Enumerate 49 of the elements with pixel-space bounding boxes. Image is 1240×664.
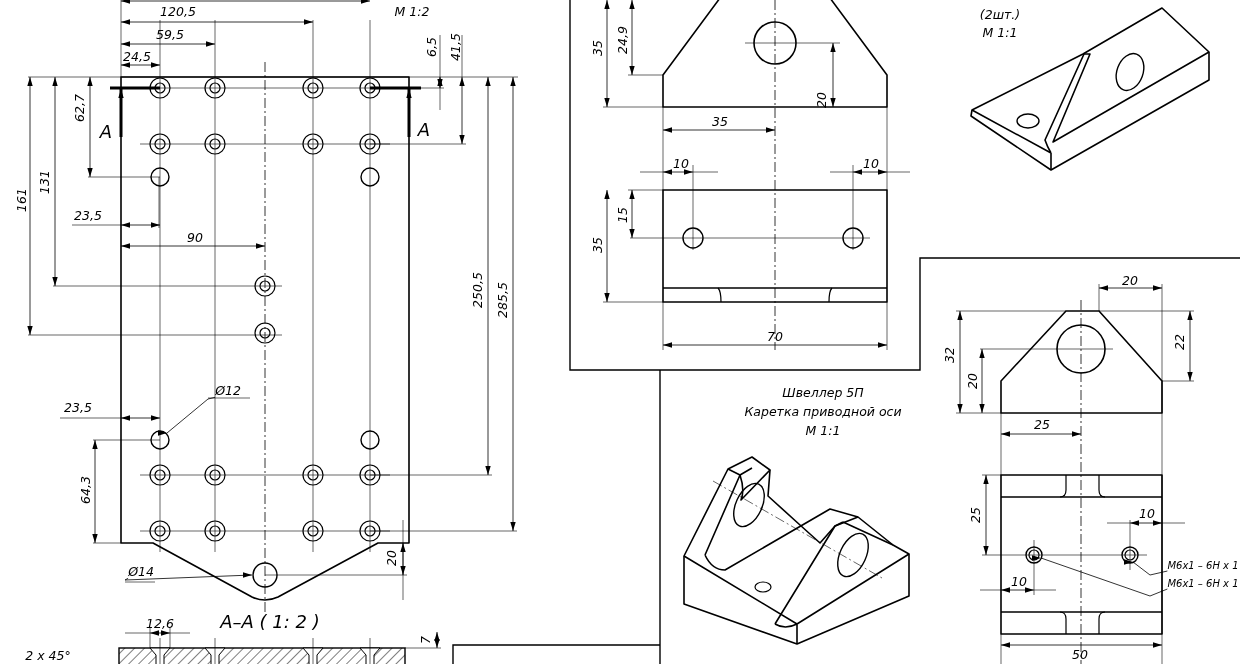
dimension-value: 15 bbox=[616, 207, 630, 223]
dimension-value: 20 bbox=[966, 373, 980, 389]
dimension-value: 35 bbox=[591, 40, 605, 56]
annotation-text: 120,5 bbox=[160, 5, 196, 19]
annotation-text: 12,6 bbox=[146, 617, 174, 631]
annotation-text: 23,5 bbox=[74, 209, 102, 223]
annotation-text: 20 bbox=[1122, 274, 1138, 288]
section-label: A bbox=[417, 121, 431, 139]
annotation-text: 24,5 bbox=[123, 50, 151, 64]
annotation-text: 2 x 45° bbox=[25, 649, 71, 663]
dimension-value: 131 bbox=[38, 170, 52, 194]
dimension-value: 7 bbox=[419, 636, 433, 644]
annotation-text: 90 bbox=[187, 231, 203, 245]
dimension-value: 20 bbox=[385, 550, 399, 566]
annotation-text: M 1:1 bbox=[805, 424, 841, 438]
dimension-value: 41,5 bbox=[449, 33, 463, 61]
dimension-value: 24,9 bbox=[616, 26, 630, 54]
dimension-value: 250,5 bbox=[471, 272, 485, 308]
annotation-text: 50 bbox=[1072, 648, 1088, 662]
callout-text: Ø12 bbox=[215, 384, 241, 398]
annotation-text: (2шт.) bbox=[979, 8, 1021, 22]
dimension-value: 25 bbox=[969, 507, 983, 523]
callout-text: M6x1 – 6H x 1 bbox=[1167, 561, 1239, 571]
annotation-text: 25 bbox=[1034, 418, 1050, 432]
annotation-text: 70 bbox=[767, 330, 783, 344]
annotation-text: 59,5 bbox=[156, 28, 184, 42]
annotation-text: 10 bbox=[1139, 507, 1155, 521]
annotation-text: M 1:1 bbox=[982, 26, 1018, 40]
section-label: A–A ( 1: 2 ) bbox=[220, 613, 320, 631]
dimension-value: 20 bbox=[815, 92, 829, 108]
section-label: A bbox=[99, 123, 113, 141]
annotation-text: 10 bbox=[673, 157, 689, 171]
dimension-value: 32 bbox=[943, 347, 957, 363]
annotation-text: Швеллер 5П bbox=[782, 386, 864, 400]
dimension-value: 6,5 bbox=[425, 37, 439, 57]
callout-text: M6x1 – 6H x 1 bbox=[1167, 579, 1239, 589]
dimension-value: 35 bbox=[591, 237, 605, 253]
annotation-text: 23,5 bbox=[64, 401, 92, 415]
annotation-text: 35 bbox=[712, 115, 728, 129]
dimension-value: 285,5 bbox=[496, 282, 510, 318]
annotation-text: 10 bbox=[1011, 575, 1027, 589]
annotation-text: M 1:2 bbox=[394, 5, 430, 19]
dimension-value: 62,7 bbox=[73, 94, 87, 122]
dimension-value: 22 bbox=[1173, 334, 1187, 350]
dimension-value: 64,3 bbox=[79, 476, 93, 504]
dimension-value: 161 bbox=[15, 188, 29, 212]
callout-text: Ø14 bbox=[128, 565, 154, 579]
annotation-text: Каретка приводной оси bbox=[744, 405, 902, 419]
annotation-text: 10 bbox=[863, 157, 879, 171]
